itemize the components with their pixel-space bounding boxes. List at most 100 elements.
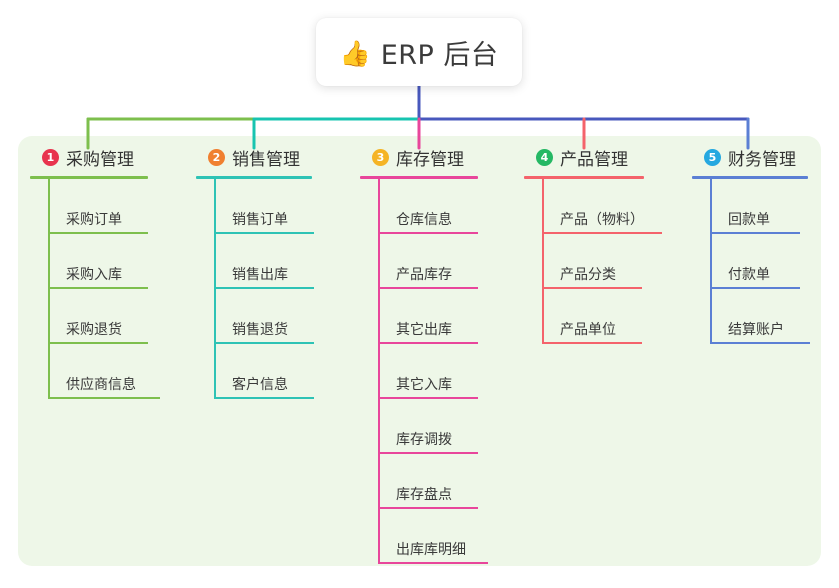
column-rule-2 [196, 176, 312, 179]
list-item-label: 销售订单 [232, 212, 288, 228]
list-item[interactable]: 采购退货 [48, 289, 148, 344]
column-badge-2: 2 [208, 148, 225, 166]
column-spine-3 [378, 179, 380, 564]
list-item-label: 采购退货 [66, 322, 122, 338]
column-items-4: 产品（物料） 产品分类产品单位 [524, 179, 662, 344]
list-item-label: 结算账户 [728, 322, 784, 338]
list-item[interactable]: 产品单位 [542, 289, 644, 344]
list-item-rule [48, 232, 148, 234]
list-item-rule [378, 562, 488, 564]
list-item-rule [378, 507, 478, 509]
column-rule-1 [30, 176, 148, 179]
list-item-label: 产品（物料） [560, 212, 644, 228]
thumbs-up-icon: 👍 [339, 38, 371, 68]
list-item-rule [542, 287, 642, 289]
column-title-2: 销售管理 [232, 149, 300, 170]
list-item[interactable]: 销售退货 [214, 289, 314, 344]
list-item-label: 产品库存 [396, 267, 452, 283]
list-item[interactable]: 产品（物料） [542, 179, 662, 234]
column-title-3: 库存管理 [396, 149, 464, 170]
list-item[interactable]: 其它出库 [378, 289, 478, 344]
column-header-5[interactable]: 5 财务管理 [692, 144, 808, 170]
column-title-1: 采购管理 [66, 149, 134, 170]
list-item-rule [542, 342, 642, 344]
list-item-label: 产品单位 [560, 322, 616, 338]
list-item-rule [378, 452, 478, 454]
column-badge-1: 1 [42, 148, 59, 166]
list-item-rule [214, 342, 314, 344]
column-1: 1 采购管理采购订单采购入库采购退货供应商信息 [30, 144, 160, 399]
list-item-rule [214, 287, 314, 289]
list-item[interactable]: 库存调拨 [378, 399, 478, 454]
list-item-rule [48, 287, 148, 289]
list-item-label: 采购订单 [66, 212, 122, 228]
list-item[interactable]: 客户信息 [214, 344, 314, 399]
column-2: 2 销售管理销售订单销售出库销售退货客户信息 [196, 144, 314, 399]
root-title: ERP 后台 [380, 39, 499, 71]
list-item-rule [542, 232, 662, 234]
list-item[interactable]: 产品分类 [542, 234, 644, 289]
list-item-rule [378, 342, 478, 344]
list-item[interactable]: 采购入库 [48, 234, 148, 289]
list-item[interactable]: 仓库信息 [378, 179, 478, 234]
list-item-rule [710, 287, 800, 289]
list-item-label: 采购入库 [66, 267, 122, 283]
column-badge-4: 4 [536, 148, 553, 166]
list-item[interactable]: 销售订单 [214, 179, 314, 234]
list-item-label: 客户信息 [232, 377, 288, 393]
column-header-2[interactable]: 2 销售管理 [196, 144, 312, 170]
list-item-label: 销售出库 [232, 267, 288, 283]
list-item-label: 出库库明细 [396, 542, 466, 558]
column-badge-5: 5 [704, 148, 721, 166]
list-item-rule [48, 397, 160, 399]
column-5: 5 财务管理回款单付款单结算账户 [692, 144, 810, 344]
list-item-label: 其它入库 [396, 377, 452, 393]
list-item-rule [378, 287, 478, 289]
list-item-label: 供应商信息 [66, 377, 136, 393]
column-rule-4 [524, 176, 644, 179]
list-item[interactable]: 出库库明细 [378, 509, 488, 564]
list-item-label: 产品分类 [560, 267, 616, 283]
list-item-rule [710, 232, 800, 234]
list-item[interactable]: 库存盘点 [378, 454, 478, 509]
column-4: 4 产品管理产品（物料） 产品分类产品单位 [524, 144, 662, 344]
column-header-4[interactable]: 4 产品管理 [524, 144, 644, 170]
column-rule-5 [692, 176, 808, 179]
list-item-rule [378, 397, 478, 399]
column-header-1[interactable]: 1 采购管理 [30, 144, 148, 170]
list-item[interactable]: 付款单 [710, 234, 808, 289]
column-items-1: 采购订单采购入库采购退货供应商信息 [30, 179, 160, 399]
column-spine-2 [214, 179, 216, 399]
root-node-card[interactable]: 👍 ERP 后台 [316, 18, 522, 86]
list-item[interactable]: 供应商信息 [48, 344, 160, 399]
list-item-label: 付款单 [728, 267, 770, 283]
list-item[interactable]: 产品库存 [378, 234, 478, 289]
list-item-label: 库存调拨 [396, 432, 452, 448]
background-panel [18, 136, 821, 566]
column-spine-5 [710, 179, 712, 344]
list-item[interactable]: 采购订单 [48, 179, 148, 234]
list-item[interactable]: 销售出库 [214, 234, 314, 289]
list-item-rule [48, 342, 148, 344]
column-title-4: 产品管理 [560, 149, 628, 170]
column-spine-1 [48, 179, 50, 399]
list-item[interactable]: 回款单 [710, 179, 808, 234]
list-item[interactable]: 其它入库 [378, 344, 478, 399]
list-item-label: 销售退货 [232, 322, 288, 338]
list-item[interactable]: 结算账户 [710, 289, 810, 344]
column-spine-4 [542, 179, 544, 344]
list-item-rule [214, 397, 314, 399]
column-title-5: 财务管理 [728, 149, 796, 170]
column-rule-3 [360, 176, 478, 179]
column-items-2: 销售订单销售出库销售退货客户信息 [196, 179, 314, 399]
column-items-3: 仓库信息产品库存其它出库其它入库库存调拨库存盘点出库库明细 [360, 179, 488, 564]
list-item-rule [378, 232, 478, 234]
list-item-label: 回款单 [728, 212, 770, 228]
list-item-label: 库存盘点 [396, 487, 452, 503]
column-items-5: 回款单付款单结算账户 [692, 179, 810, 344]
list-item-label: 其它出库 [396, 322, 452, 338]
list-item-rule [214, 232, 314, 234]
